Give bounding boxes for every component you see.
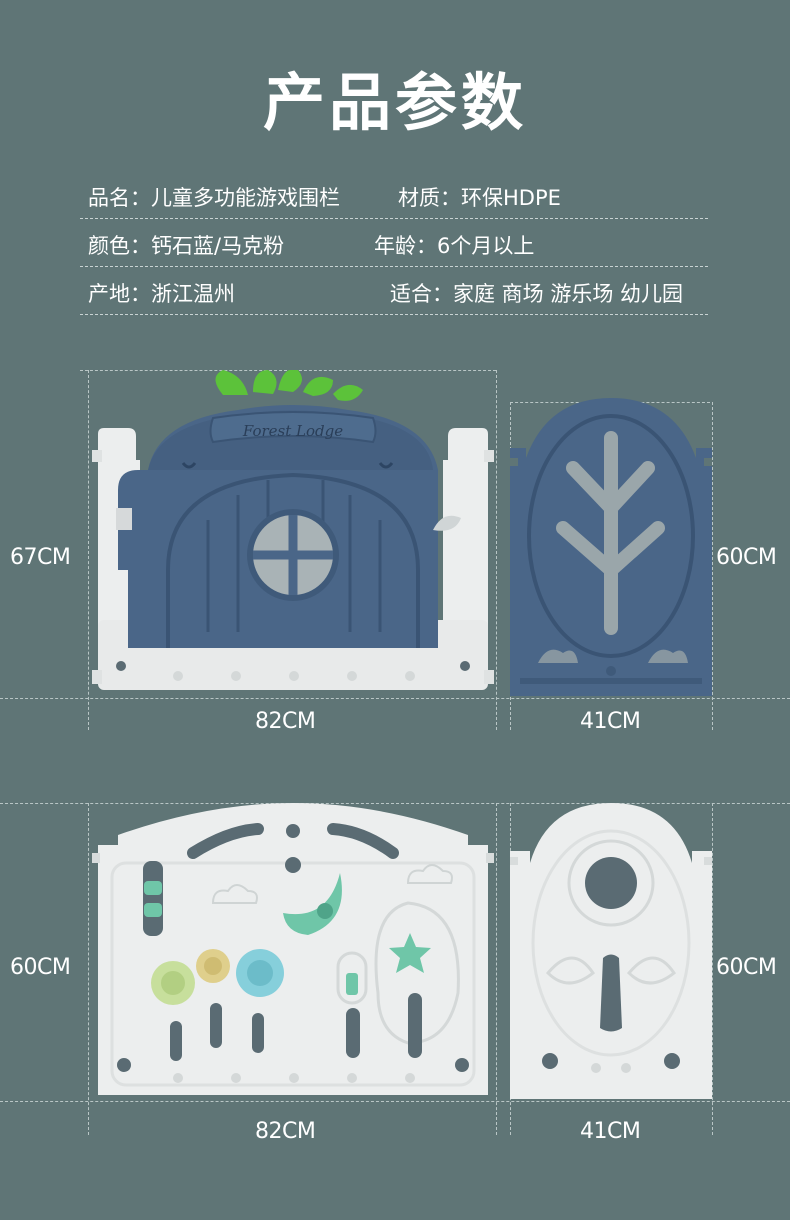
height-label: 60CM xyxy=(716,955,777,980)
guide-line xyxy=(0,698,790,699)
spec-name: 品名：儿童多功能游戏围栏 xyxy=(88,186,340,210)
spec-row: 颜色：钙石蓝/马克粉 年龄：6个月以上 xyxy=(80,220,708,267)
guide-line xyxy=(80,370,496,371)
door-sign-text: Forest Lodge xyxy=(242,422,343,440)
guide-line xyxy=(88,370,89,730)
white-side-panel-image xyxy=(510,803,712,1099)
guide-line xyxy=(496,370,497,730)
height-label: 60CM xyxy=(10,955,71,980)
width-label: 82CM xyxy=(255,1119,316,1144)
guide-line xyxy=(712,402,713,730)
spec-origin: 产地：浙江温州 xyxy=(88,282,235,306)
spec-usage: 适合：家庭 商场 游乐场 幼儿园 xyxy=(390,282,684,306)
guide-line xyxy=(712,803,713,1135)
width-label: 41CM xyxy=(580,709,641,734)
guide-line xyxy=(88,803,89,1135)
activity-panel-image xyxy=(92,803,494,1095)
door-panel-image: Forest Lodge xyxy=(92,370,494,690)
page-title: 产品参数 xyxy=(262,66,527,139)
guide-line xyxy=(496,803,497,1135)
spec-age: 年龄：6个月以上 xyxy=(374,234,535,258)
navy-side-panel-image xyxy=(510,398,712,696)
height-label: 67CM xyxy=(10,545,71,570)
spec-row: 产地：浙江温州 适合：家庭 商场 游乐场 幼儿园 xyxy=(80,268,708,315)
width-label: 41CM xyxy=(580,1119,641,1144)
spec-color: 颜色：钙石蓝/马克粉 xyxy=(88,234,285,258)
height-label: 60CM xyxy=(716,545,777,570)
guide-line xyxy=(0,803,790,804)
spec-row: 品名：儿童多功能游戏围栏 材质：环保HDPE xyxy=(80,172,708,219)
width-label: 82CM xyxy=(255,709,316,734)
guide-line xyxy=(0,1101,790,1102)
spec-material: 材质：环保HDPE xyxy=(398,186,561,210)
